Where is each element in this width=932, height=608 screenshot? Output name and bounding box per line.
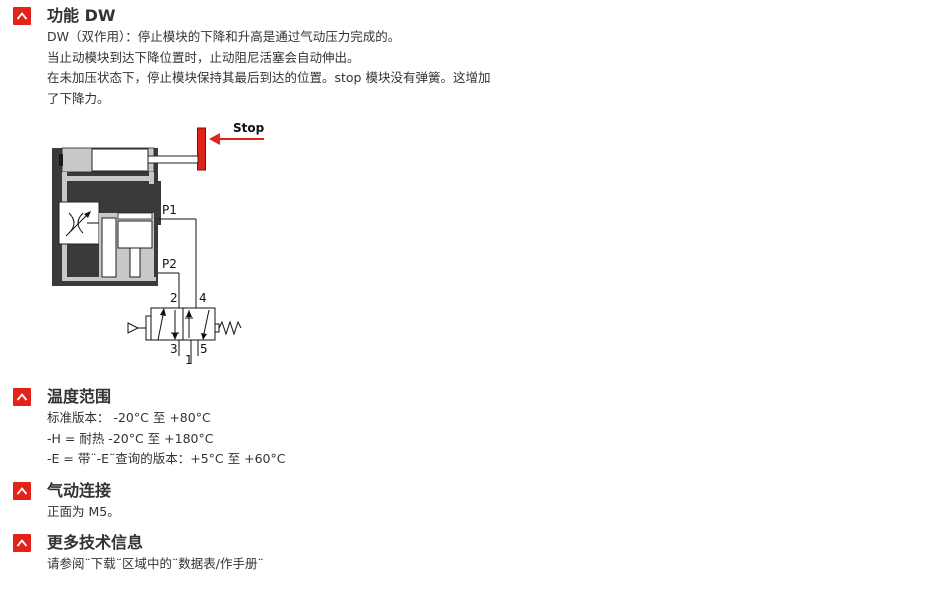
valve-actuator [127,322,140,334]
valve-position-b [182,307,216,341]
valve-spring [218,320,242,336]
valve-spring-cap [214,323,220,333]
section-title: 气动连接 [47,481,112,500]
stop-arrow-head [209,133,220,145]
text-line: 正面为 M5。 [47,504,120,519]
section-header[interactable]: 更多技术信息 [13,532,573,554]
text-line: 在未加压状态下，停止模块保持其最后到达的位置。stop 模块没有弹簧。这增加 [47,70,491,85]
cylinder-cap [59,154,63,166]
section-more-technical-info: 更多技术信息 请参阅¨下载¨区域中的¨数据表/作手册¨ [13,532,573,575]
port-p2-label: P2 [162,257,177,271]
section-body: 请参阅¨下载¨区域中的¨数据表/作手册¨ [47,554,573,575]
section-body: DW（双作用）：停止模块的下降和升高是通过气动压力完成的。 当止动模块到达下降位… [47,27,573,109]
text-line: DW（双作用）：停止模块的下降和升高是通过气动压力完成的。 [47,29,401,44]
section-body: 正面为 M5。 [47,502,573,523]
section-pneumatic-connection: 气动连接 正面为 M5。 [13,480,573,523]
section-header[interactable]: 温度范围 [13,386,573,408]
upper-channel [62,176,154,181]
section-header[interactable]: 功能 DW [13,5,573,27]
valve-pilot [145,315,152,341]
valve-position-a [150,307,184,341]
damper-column-2 [117,220,153,249]
section-title: 更多技术信息 [47,533,144,552]
chevron-up-icon[interactable] [13,482,31,500]
stop-label: Stop [233,121,265,135]
damper-top [117,212,153,220]
port-5-label: 5 [200,342,208,356]
damper-rod [129,247,141,278]
port-p1-label: P1 [162,203,177,217]
text-line: 请参阅¨下载¨区域中的¨数据表/作手册¨ [47,556,264,571]
text-line: -H = 耐热 -20°C 至 +180°C [47,430,214,446]
section-function-dw: 功能 DW DW（双作用）：停止模块的下降和升高是通过气动压力完成的。 当止动模… [13,5,573,109]
text-line: -E = 带¨-E¨查询的版本：+5°C 至 +60°C [47,451,286,466]
text-line: 了下降力。 [47,90,110,106]
port-1-label: 1 [185,353,193,367]
section-title: 功能 DW [47,6,116,25]
chevron-up-icon[interactable] [13,534,31,552]
section-temperature-range: 温度范围 标准版本： -20°C 至 +80°C -H = 耐热 -20°C 至… [13,386,573,470]
chevron-up-icon[interactable] [13,388,31,406]
text-line: 标准版本： -20°C 至 +80°C [47,410,211,425]
section-body: 标准版本： -20°C 至 +80°C -H = 耐热 -20°C 至 +180… [47,408,573,470]
lower-gap [62,277,156,281]
pneumatic-circuit-diagram: Stop P1 P2 2 4 3 5 [52,121,265,367]
side-channel-right [149,172,154,184]
port-3-label: 3 [170,342,178,356]
piston-rod [147,155,199,164]
port-2-label: 2 [170,291,178,305]
port-4-label: 4 [199,291,207,305]
section-title: 温度范围 [47,387,112,406]
section-header[interactable]: 气动连接 [13,480,573,502]
text-line: 当止动模块到达下降位置时，止动阻尼活塞会自动伸出。 [47,49,360,65]
cylinder-piston [91,148,149,172]
damper-column-1 [101,217,117,278]
stop-block [197,127,206,171]
chevron-up-icon[interactable] [13,7,31,25]
